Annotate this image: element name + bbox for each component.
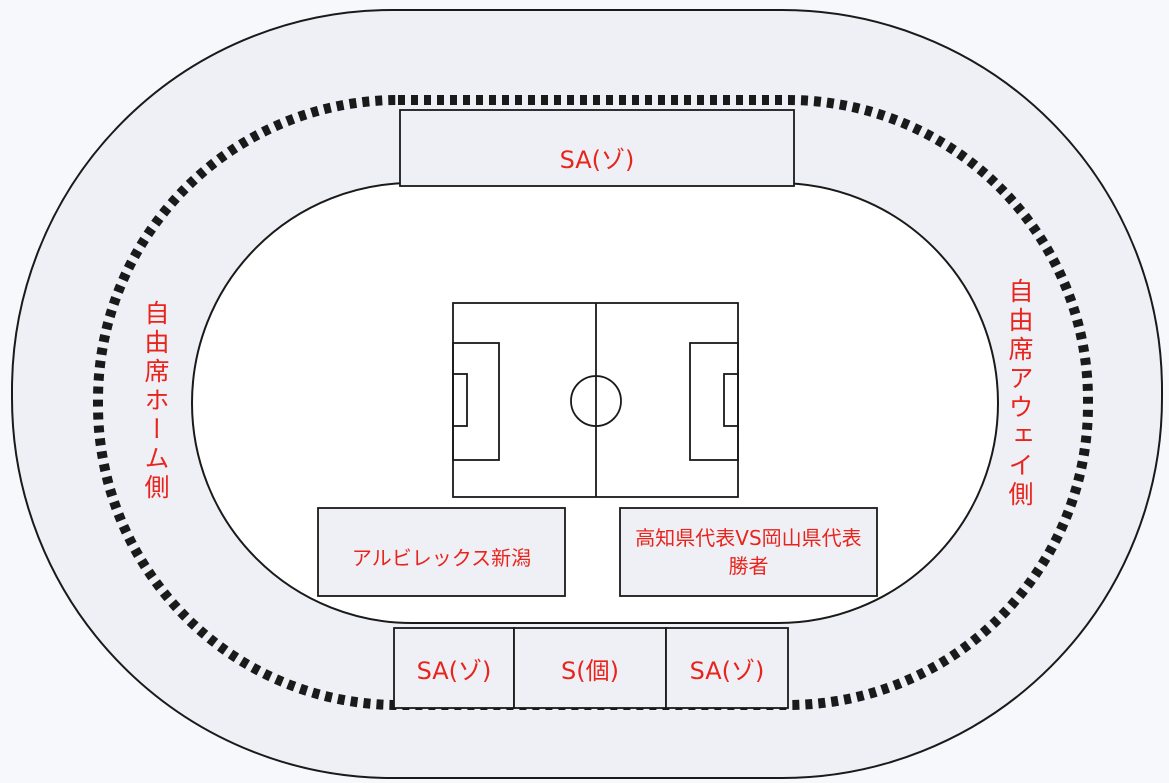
away-team-label-line2: 勝者 [728, 554, 769, 578]
pitch-right-goal-box [723, 373, 739, 427]
top-sa-label: SA(ゾ) [559, 146, 635, 174]
home-team-label: アルビレックス新潟 [351, 546, 532, 570]
bottom-left-sa-label: SA(ゾ) [416, 657, 492, 685]
away-free-seat-label: 自由席アウェイ側 [1005, 278, 1034, 510]
away-team-label-line1: 高知県代表VS岡山県代表 [635, 526, 862, 550]
pitch-center-circle [570, 375, 622, 427]
home-team-box [317, 507, 566, 597]
bottom-left-sa-section[interactable] [393, 627, 515, 709]
top-sa-section[interactable] [399, 109, 795, 187]
soccer-pitch [452, 302, 739, 498]
seating-area-dashed-border [93, 95, 1093, 710]
bottom-center-s-section[interactable] [513, 627, 667, 709]
bottom-right-sa-label: SA(ゾ) [689, 657, 765, 685]
pitch-left-goal-box [452, 373, 468, 427]
bottom-right-sa-section[interactable] [665, 627, 789, 709]
away-team-box [619, 507, 878, 597]
home-free-seat-label: 自由席ホーム側 [141, 300, 170, 503]
bottom-center-s-label: S(個) [561, 657, 619, 685]
